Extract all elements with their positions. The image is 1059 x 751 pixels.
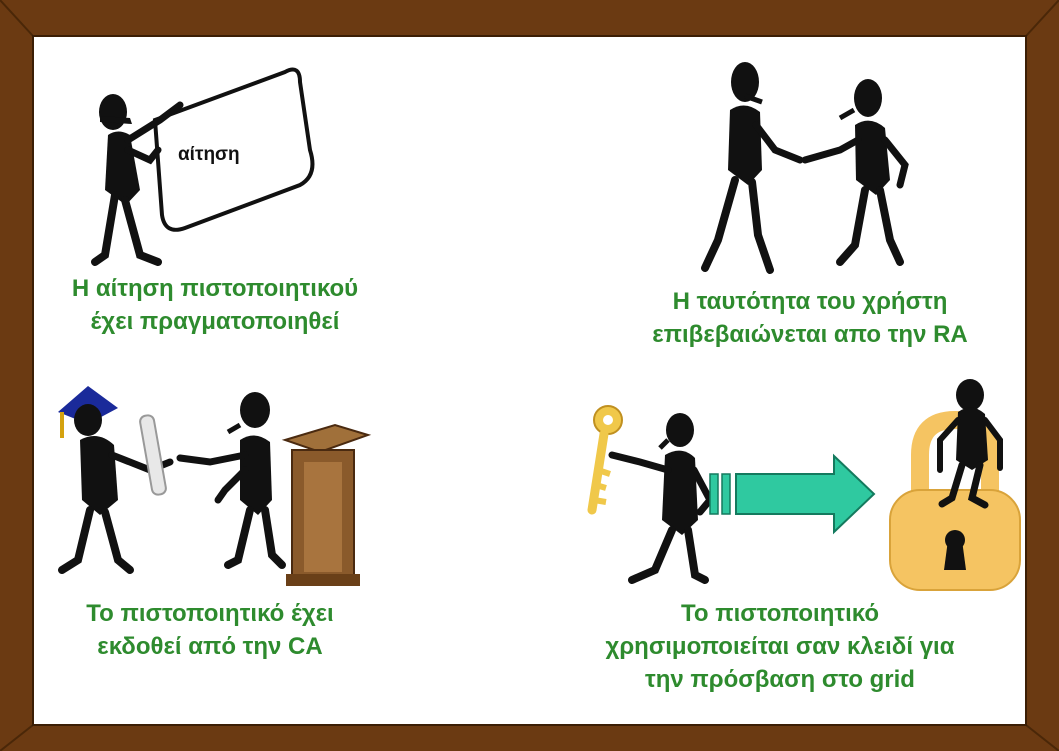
caption-key: Το πιστοποιητικό χρησιμοποιείται σαν κλε… [560,597,1000,696]
caption-line: Το πιστοποιητικό [560,597,1000,630]
arrow-icon [710,456,874,532]
caption-line: Το πιστοποιητικό έχει [40,597,380,630]
caption-identity: Η ταυτότητα του χρήστη επιβεβαιώνεται απ… [630,285,990,351]
diploma-scroll [139,414,167,495]
caption-line: Η ταυτότητα του χρήστη [630,285,990,318]
caption-line: Η αίτηση πιστοποιητικού [40,272,390,305]
paper-label: αίτηση [178,144,240,165]
caption-line: επιβεβαιώνεται απο την RA [630,318,990,351]
key-scene [592,379,1020,590]
caption-issued: Το πιστοποιητικό έχει εκδοθεί από την CA [40,597,380,663]
caption-line: χρησιμοποιείται σαν κλειδί για [560,630,1000,663]
handshake-figures [705,62,905,270]
caption-request: Η αίτηση πιστοποιητικού έχει πραγματοποι… [40,272,390,338]
caption-line: την πρόσβαση στο grid [560,663,1000,696]
caption-line: εκδοθεί από την CA [40,630,380,663]
diploma-scene [58,386,368,586]
request-figure: αίτηση [95,70,312,262]
podium [285,425,368,586]
caption-line: έχει πραγματοποιηθεί [40,305,390,338]
